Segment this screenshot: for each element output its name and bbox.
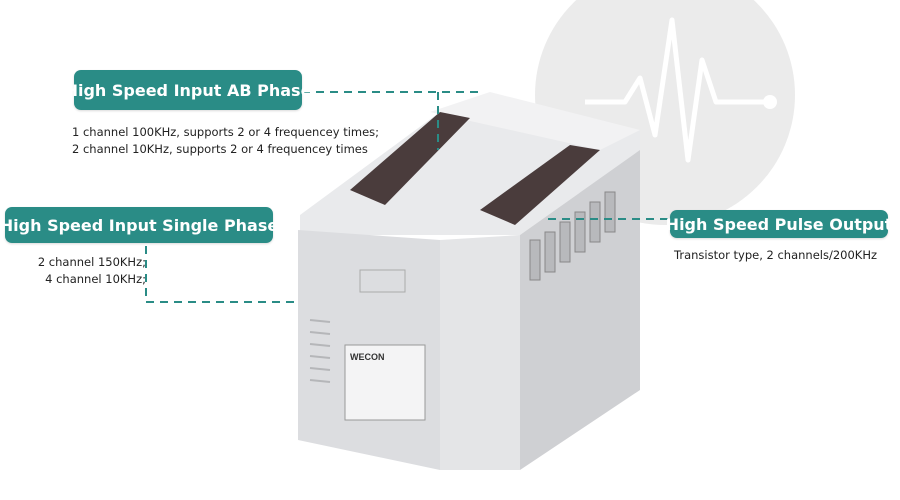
desc-line: 2 channel 150KHz; — [37, 255, 146, 269]
connector-single-phase — [145, 246, 300, 303]
desc-line: 2 channel 10KHz, supports 2 or 4 frequen… — [72, 142, 368, 156]
desc-line: 4 channel 10KHz; — [45, 272, 146, 286]
connector-lines — [145, 91, 670, 303]
callout-desc-single-phase: 2 channel 150KHz; 4 channel 10KHz; — [30, 254, 146, 288]
callout-title-ab-phase: High Speed Input AB Phase — [65, 70, 311, 110]
callout-title-single-phase: High Speed Input Single Phase — [0, 207, 278, 243]
desc-line: 1 channel 100KHz, supports 2 or 4 freque… — [72, 125, 380, 139]
plc-device-image: WECON — [298, 92, 640, 470]
callout-desc-pulse-output: Transistor type, 2 channels/200KHz — [674, 247, 877, 264]
desc-line: Transistor type, 2 channels/200KHz — [674, 248, 878, 262]
svg-text:WECON: WECON — [350, 352, 385, 362]
callout-desc-ab-phase: 1 channel 100KHz, supports 2 or 4 freque… — [72, 124, 379, 158]
callout-title-pulse-output: High Speed Pulse Output — [666, 210, 892, 238]
